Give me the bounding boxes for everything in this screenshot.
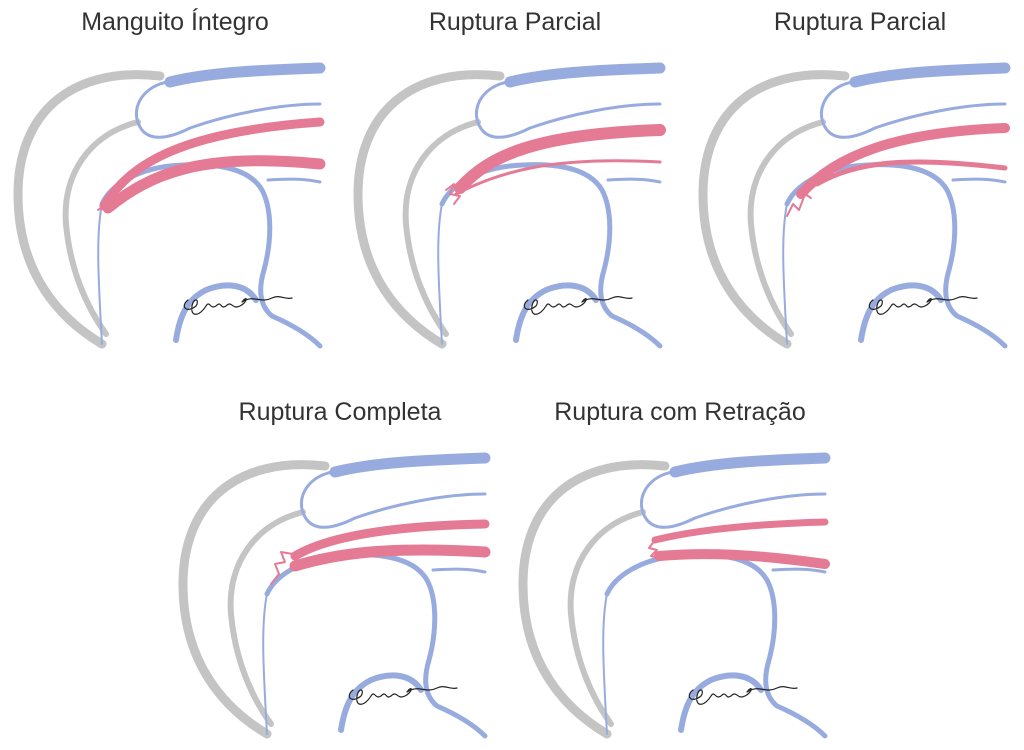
panel-partial-tear-2: Ruptura Parcial [695,0,1024,360]
tendon-insertion [97,205,105,211]
tear-edge [786,193,812,217]
acromion-top-cortex [669,452,831,478]
deltoid-outer-arc [698,70,850,349]
shoulder-illustration [698,62,1011,349]
signature [868,295,978,315]
tear-edge [648,539,660,559]
tendon-articular-side [102,155,326,214]
humeral-neck-curve [338,672,424,733]
humeral-head-outline [264,552,488,739]
tendon-bursal-side [454,124,666,194]
tendon-bursal-side [99,117,325,211]
glenoid-line [782,203,788,345]
tendon-articular-side [654,549,830,569]
panel-title: Manguito Íntegro [81,8,269,36]
humeral-neck-curve [513,282,599,343]
shoulder-illustration [178,452,491,739]
deltoid-outer-arc [353,70,505,349]
humerus-shaft-top [431,567,487,574]
acromion-top-cortex [164,62,326,88]
deltoid-outer-arc [178,460,330,739]
panel-partial-tear-1: Ruptura Parcial [350,0,680,360]
shoulder-illustration [353,62,666,349]
humeral-neck-curve [173,282,259,343]
humeral-head-outline [784,162,1008,349]
deltoid-outer-arc [13,70,165,349]
deltoid-inner-arc [402,119,481,337]
deltoid-outer-arc [518,460,670,739]
panel-intact: Manguito Íntegro [10,0,340,360]
panel-title: Ruptura Completa [238,398,442,426]
shoulder-illustration [518,452,831,739]
shoulder-illustration [13,62,326,349]
glenoid-line [437,203,443,345]
tendon-articular-side [289,544,491,572]
humerus-shaft-top [606,177,662,184]
humerus-shaft-top [951,177,1007,184]
acromion-top-cortex [329,452,491,478]
humerus-shaft-top [266,177,322,184]
tendon-bursal-side [651,518,829,544]
glenoid-line [262,593,268,735]
glenoid-line [97,203,103,345]
signature [348,685,458,705]
tear-edge [445,183,461,205]
signature [183,295,293,315]
humerus-shaft-top [771,567,827,574]
humeral-head-outline [439,162,663,349]
humeral-neck-curve [678,672,764,733]
signature [688,685,798,705]
panel-title: Ruptura Parcial [428,8,602,36]
panel-complete-tear: Ruptura Completa [175,390,505,750]
panel-title: Ruptura Parcial [773,8,947,36]
tendon-bursal-side [796,123,1010,199]
signature [523,295,633,315]
deltoid-inner-arc [747,119,826,337]
humeral-neck-curve [858,282,944,343]
humeral-head-outline [604,552,828,739]
acromion-top-cortex [504,62,666,88]
deltoid-inner-arc [227,509,306,727]
tendon-bursal-side [290,519,490,561]
panel-title: Ruptura com Retração [554,398,806,426]
tear-edge [270,551,294,585]
humeral-head-outline [99,162,323,349]
tendon-articular-side [454,159,662,196]
panel-retracted-tear: Ruptura com Retração [515,390,845,750]
glenoid-line [602,593,608,735]
acromion-top-cortex [849,62,1011,88]
deltoid-inner-arc [567,509,646,727]
deltoid-inner-arc [62,119,141,337]
tendon-articular-side [814,159,1008,187]
